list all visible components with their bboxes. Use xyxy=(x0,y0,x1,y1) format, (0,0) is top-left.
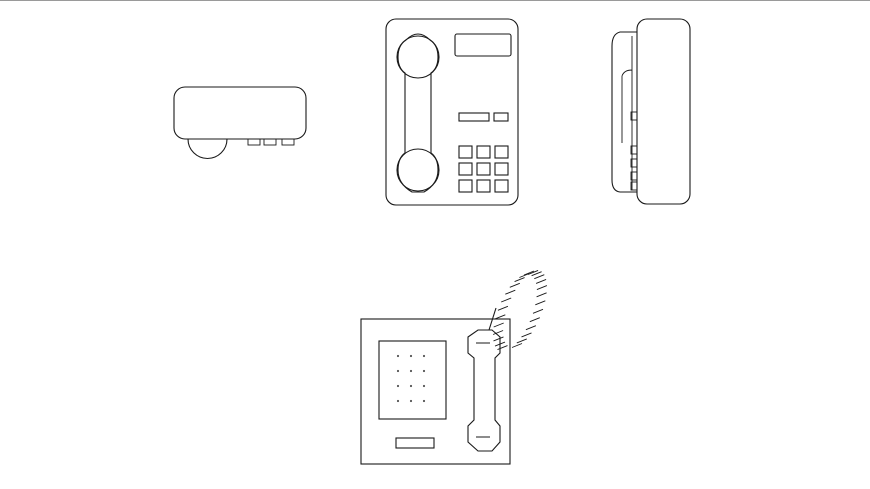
cord-coil-stroke xyxy=(532,308,544,314)
wall-plate xyxy=(360,318,511,465)
handset-body xyxy=(397,33,439,193)
keypad-dots xyxy=(396,354,426,403)
function-button-small xyxy=(493,112,509,122)
cord-coil-stroke xyxy=(535,300,546,306)
cord-coil-stroke xyxy=(505,289,516,295)
plan-button-2 xyxy=(263,138,277,146)
display-window xyxy=(454,33,512,57)
cord-coil-stroke xyxy=(494,341,506,347)
phone-body-side xyxy=(636,18,691,205)
cord-coil-stroke xyxy=(514,277,525,283)
cord-coil-stroke xyxy=(492,330,504,335)
cord-coil-stroke xyxy=(523,270,535,276)
cord-coil-stroke xyxy=(509,282,520,288)
keypad-dot xyxy=(396,369,400,373)
keypad-dot xyxy=(422,354,426,358)
keypad-dot xyxy=(396,399,400,403)
cord-coil-stroke xyxy=(519,273,530,278)
keypad-key xyxy=(476,162,491,176)
cord-coil-stroke xyxy=(497,345,508,351)
telephone-top-view xyxy=(173,86,307,159)
cord-coil-stroke xyxy=(527,269,539,275)
phone-body-top xyxy=(173,86,307,140)
cord-connector xyxy=(488,307,497,331)
handset-earpiece xyxy=(396,35,440,79)
cord-coil-stroke xyxy=(501,297,512,303)
side-button-2 xyxy=(630,145,638,155)
cord-coil-stroke xyxy=(495,314,506,320)
keypad-dot xyxy=(409,384,413,388)
cord-coil-stroke xyxy=(525,325,537,331)
telephone-side-view xyxy=(611,18,691,205)
keypad-key xyxy=(494,162,509,176)
cord-coil-stroke xyxy=(497,305,509,311)
keypad-dot xyxy=(409,399,413,403)
cord-coil-stroke xyxy=(535,278,547,284)
handset-earpiece-top xyxy=(187,138,228,159)
keypad-dot xyxy=(396,354,400,358)
wall-handset-inner xyxy=(476,342,490,438)
side-button-1 xyxy=(630,111,638,121)
keypad-key xyxy=(494,179,509,193)
keypad-dot xyxy=(422,369,426,373)
coin-slot xyxy=(395,437,435,449)
keypad-key xyxy=(476,145,491,159)
cord-coil-stroke xyxy=(536,285,548,291)
wall-handset xyxy=(467,329,501,452)
keypad xyxy=(458,145,509,193)
side-button-3 xyxy=(630,158,638,168)
keypad-dot xyxy=(409,354,413,358)
keypad-key xyxy=(476,179,491,193)
function-button-wide xyxy=(458,112,490,122)
handset-mouthpiece xyxy=(396,148,440,192)
keypad-panel xyxy=(378,340,447,420)
cord-coil-stroke xyxy=(493,336,504,342)
keypad-dot xyxy=(409,369,413,373)
keypad-key xyxy=(494,145,509,159)
keypad-dot xyxy=(422,384,426,388)
phone-body-front xyxy=(385,18,519,206)
side-button-4 xyxy=(630,171,638,181)
coiled-cord xyxy=(492,269,548,351)
keypad-key xyxy=(458,162,473,176)
cord-coil-stroke xyxy=(529,317,540,323)
cord-coil-stroke xyxy=(493,322,504,328)
side-button-5 xyxy=(630,181,638,191)
plan-button-3 xyxy=(281,138,295,146)
cord-coil-stroke xyxy=(536,292,547,298)
wall-telephone-view xyxy=(360,269,548,465)
handset-grip-side xyxy=(621,36,633,190)
cord-coil-stroke xyxy=(531,271,542,277)
cord-coil-stroke xyxy=(511,343,523,348)
telephone-front-view xyxy=(385,18,519,206)
cord-coil-stroke xyxy=(534,274,545,280)
keypad-dot xyxy=(396,384,400,388)
cord-coil-stroke xyxy=(521,332,532,338)
keypad-key xyxy=(458,145,473,159)
cord-coil-stroke xyxy=(516,338,527,344)
keypad-key xyxy=(458,179,473,193)
handset-side xyxy=(611,31,637,193)
plan-button-1 xyxy=(247,138,261,146)
keypad-dot xyxy=(422,399,426,403)
